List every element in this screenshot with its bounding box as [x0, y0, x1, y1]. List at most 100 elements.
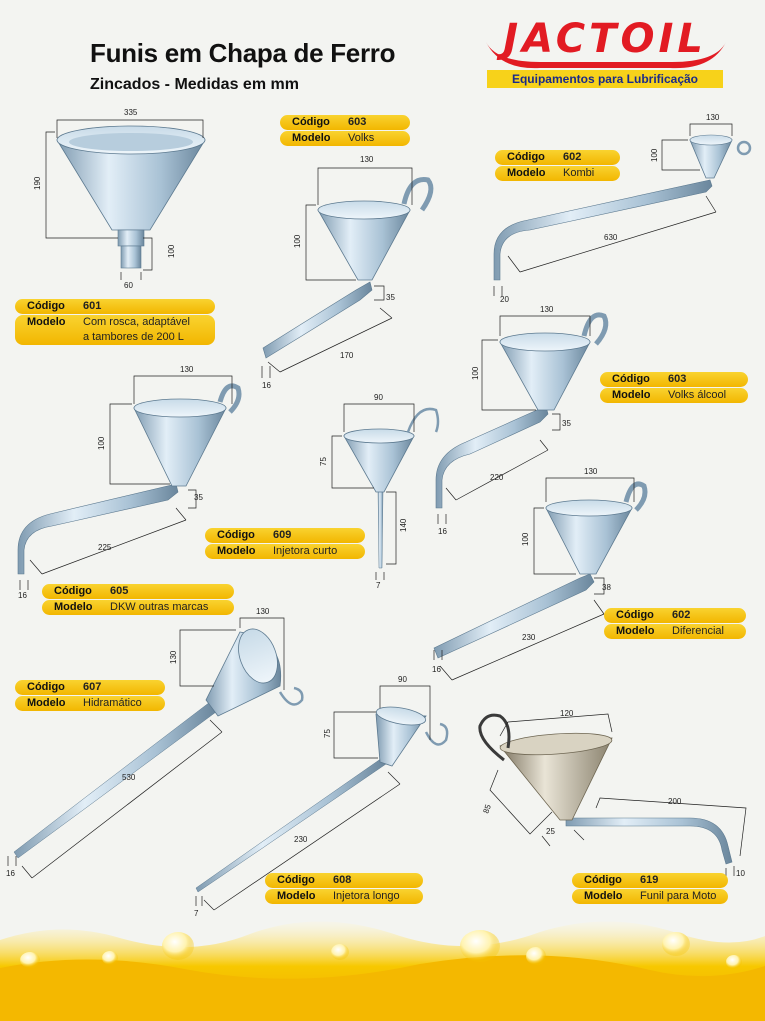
model-key: Modelo: [27, 316, 66, 328]
code-row: Código 607: [15, 680, 165, 695]
code-row: Código 602: [495, 150, 620, 165]
dim-label: 130: [540, 305, 554, 314]
model-key: Modelo: [217, 545, 256, 557]
product-label-603-volks: Código 603 Modelo Volks: [280, 115, 410, 147]
model-value: Hidramático: [83, 697, 142, 709]
model-key: Modelo: [616, 625, 655, 637]
funnel-601-dimensions: [45, 119, 204, 280]
dim-label: 90: [374, 393, 383, 402]
dim-label: 120: [560, 709, 574, 718]
code-value: 608: [333, 874, 352, 886]
dim-label: 85: [481, 803, 493, 815]
model-line-2: a tambores de 200 L: [83, 331, 184, 343]
dim-label: 100: [650, 148, 659, 162]
code-value: 619: [640, 874, 659, 886]
model-value: Injetora curto: [273, 545, 338, 557]
dim-label: 16: [262, 381, 271, 390]
dim-label: 25: [546, 827, 555, 836]
dim-label: 230: [522, 633, 536, 642]
code-value: 602: [672, 609, 691, 621]
dim-label: 100: [471, 366, 480, 380]
model-value: Volks: [348, 132, 375, 144]
funnel-607-dimensions: [7, 617, 285, 879]
model-key: Modelo: [54, 601, 93, 613]
dim-label: 7: [194, 909, 199, 918]
dim-label: 130: [169, 650, 178, 664]
dim-label: 630: [604, 233, 618, 242]
code-row: Código 602: [604, 608, 746, 623]
dim-label: 225: [98, 543, 112, 552]
code-row: Código 619: [572, 873, 728, 888]
model-line-1: Com rosca, adaptável: [83, 316, 190, 328]
product-label-619: Código 619 Modelo Funil para Moto: [572, 873, 728, 905]
code-value: 603: [668, 373, 687, 385]
funnel-602d-dim-labels: 130 100 38 230 16: [432, 467, 611, 674]
funnel-603-dim-labels: 130 100 35 170 16: [262, 155, 395, 390]
dim-label: 130: [256, 607, 270, 616]
dim-label: 100: [97, 436, 106, 450]
oil-splash-decoration: [0, 921, 765, 1021]
dim-label: 335: [124, 108, 138, 117]
dim-label: 130: [584, 467, 598, 476]
model-key: Modelo: [27, 697, 66, 709]
model-value: Com rosca, adaptável a tambores de 200 L: [83, 315, 215, 345]
dim-label: 7: [376, 581, 381, 590]
model-row: Modelo DKW outras marcas: [42, 600, 234, 615]
product-label-603-volks-alcool: Código 603 Modelo Volks álcool: [600, 372, 748, 404]
model-row: Modelo Volks: [280, 131, 410, 146]
funnel-608-drawing: [195, 706, 449, 893]
funnel-605-dimensions: [19, 375, 233, 590]
model-row: Modelo Injetora longo: [265, 889, 423, 904]
code-key: Código: [616, 609, 654, 621]
funnel-602d-drawing: [433, 481, 648, 659]
dim-label: 200: [668, 797, 682, 806]
dim-label: 130: [360, 155, 374, 164]
funnel-603-dimensions: [261, 167, 413, 378]
code-key: Código: [54, 585, 92, 597]
logo-brand-text: JACTOIL: [503, 16, 707, 62]
model-row: Modelo Diferencial: [604, 624, 746, 639]
dim-label: 16: [432, 665, 441, 674]
model-row: Modelo Kombi: [495, 166, 620, 181]
model-key: Modelo: [584, 890, 623, 902]
code-key: Código: [217, 529, 255, 541]
dim-label: 16: [18, 591, 27, 600]
product-label-609: Código 609 Modelo Injetora curto: [205, 528, 365, 560]
dim-label: 190: [33, 176, 42, 190]
code-value: 603: [348, 116, 367, 128]
code-key: Código: [277, 874, 315, 886]
model-key: Modelo: [612, 389, 651, 401]
funnel-602k-drawing: [493, 134, 752, 281]
dim-label: 38: [602, 583, 611, 592]
funnel-603-drawing: [262, 177, 434, 359]
funnel-603a-dim-labels: 130 100 35 220 16: [438, 305, 571, 536]
model-row: Modelo Injetora curto: [205, 544, 365, 559]
code-row: Código 608: [265, 873, 423, 888]
code-key: Código: [612, 373, 650, 385]
model-row: Modelo Com rosca, adaptável a tambores d…: [15, 315, 215, 345]
dim-label: 220: [490, 473, 504, 482]
dim-label: 60: [124, 281, 133, 290]
funnel-602k-dim-labels: 130 100 630 20: [500, 113, 720, 304]
logo-swoosh-icon: [486, 42, 726, 69]
code-value: 605: [110, 585, 129, 597]
product-label-601: Código 601 Modelo Com rosca, adaptável a…: [15, 299, 215, 346]
product-label-602-kombi: Código 602 Modelo Kombi: [495, 150, 620, 182]
dim-label: 75: [319, 457, 328, 466]
model-value: Kombi: [563, 167, 595, 179]
code-key: Código: [27, 681, 65, 693]
model-value: Funil para Moto: [640, 890, 717, 902]
code-row: Código 601: [15, 299, 215, 314]
dim-label: 20: [500, 295, 509, 304]
model-value: Volks álcool: [668, 389, 727, 401]
model-key: Modelo: [292, 132, 331, 144]
code-key: Código: [292, 116, 330, 128]
code-value: 602: [563, 151, 582, 163]
dim-label: 100: [167, 244, 176, 258]
dim-label: 230: [294, 835, 308, 844]
dim-label: 16: [438, 527, 447, 536]
model-value: DKW outras marcas: [110, 601, 209, 613]
model-value: Diferencial: [672, 625, 724, 637]
dim-label: 170: [340, 351, 354, 360]
